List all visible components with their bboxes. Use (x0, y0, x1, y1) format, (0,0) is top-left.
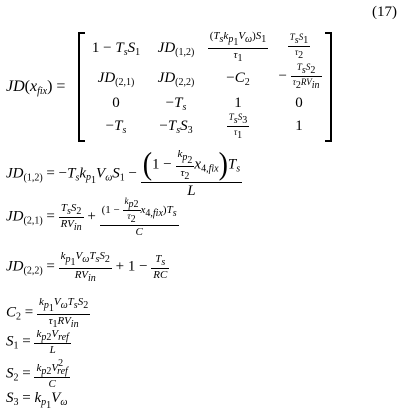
right-bracket (325, 32, 332, 142)
matrix-cell-1-1: 1 − TsS1 (91, 40, 141, 58)
matrix-cell-1-2: JD(1,2) (157, 40, 195, 58)
equation-number: (17) (372, 4, 397, 20)
matrix-cell-4-2: −TsS3 (159, 118, 193, 136)
left-bracket (78, 32, 85, 142)
matrix-cell-3-3: 1 (234, 95, 242, 111)
matrix-cell-3-4: 0 (295, 95, 303, 111)
matrix-cell-4-1: −Ts (105, 118, 127, 136)
matrix-cell-2-2: JD(2,2) (157, 70, 195, 88)
matrix-lhs: JD(xfix) = (6, 78, 66, 97)
matrix-cell-4-4: 1 (295, 118, 303, 134)
matrix-cell-3-2: −Ts (165, 95, 187, 113)
matrix-cell-2-3: −C2 (226, 70, 250, 88)
matrix-cell-3-1: 0 (112, 95, 120, 111)
matrix-cell-2-1: JD(2,1) (97, 70, 135, 88)
s3-definition: S3 = kp1Vω (6, 390, 68, 411)
